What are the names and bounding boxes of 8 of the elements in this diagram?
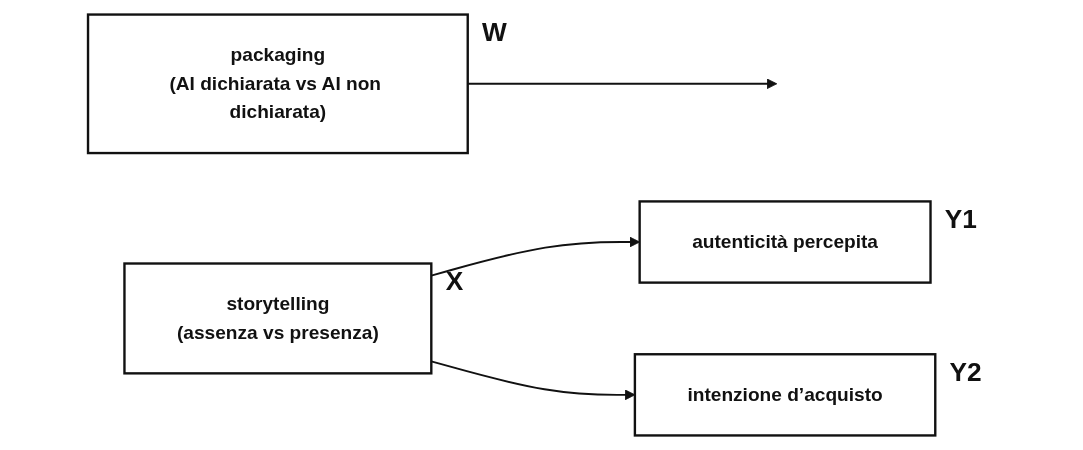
variable-label: packaging (AI dichiarata vs AI non dichiarata) — [169, 44, 381, 122]
variable-label: autenticità percepita — [692, 231, 878, 252]
variable-label: intenzione d’acquisto — [687, 384, 883, 405]
variable-letter: Y1 — [944, 203, 977, 234]
variable-letter: W — [482, 16, 507, 47]
variable-letter: X — [445, 265, 464, 296]
variable-letter: Y2 — [949, 356, 982, 387]
variable-label: storytelling (assenza vs presenza) — [177, 293, 379, 343]
